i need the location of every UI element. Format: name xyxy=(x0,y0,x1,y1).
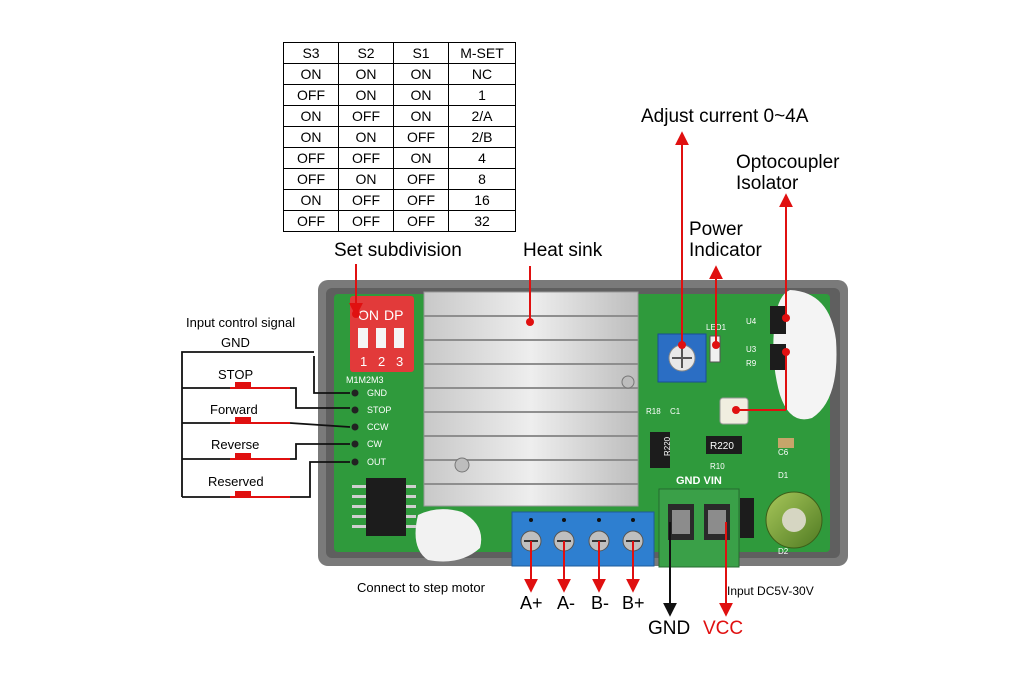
table-cell: 2/A xyxy=(448,105,516,127)
terminal-a-plus: A+ xyxy=(520,593,543,613)
u4-label: U4 xyxy=(746,317,757,326)
table-cell: ON xyxy=(283,189,339,211)
table-cell: OFF xyxy=(338,189,394,211)
table-cell: 16 xyxy=(448,189,516,211)
d1-label: D1 xyxy=(778,471,789,480)
pin-ccw: CCW xyxy=(367,422,389,432)
electrolytic-capacitor: D2 xyxy=(765,491,823,556)
dip-on-label: ON xyxy=(358,307,379,323)
r18-label: R18 xyxy=(646,407,661,416)
c1-label: C1 xyxy=(670,407,681,416)
adjust-current-label: Adjust current 0~4A xyxy=(641,106,809,127)
power-label: Power xyxy=(689,219,743,240)
reverse-label: Reverse xyxy=(211,437,260,452)
table-cell: OFF xyxy=(393,210,449,232)
r220-vertical: R220 xyxy=(663,436,672,456)
gnd-power-label: GND xyxy=(648,618,691,639)
terminal-b-plus: B+ xyxy=(622,593,645,613)
table-cell: ON xyxy=(283,63,339,85)
table-cell: ON xyxy=(338,126,394,148)
m-labels: M1M2M3 xyxy=(346,375,384,385)
optocoupler-u3 xyxy=(770,344,786,370)
dip-dp-label: DP xyxy=(384,307,403,323)
input-control-signal-label: Input control signal xyxy=(186,315,296,330)
input-dc-label: Input DC5V-30V xyxy=(727,584,814,598)
pin-cw: CW xyxy=(367,439,382,449)
table-cell: OFF xyxy=(393,189,449,211)
optocoupler-u4 xyxy=(770,306,786,334)
u3-label: U3 xyxy=(746,345,757,354)
dip-switch: ON DP 1 2 3 xyxy=(350,296,414,372)
table-cell: ON xyxy=(338,84,394,106)
terminal-b-minus: B- xyxy=(591,593,609,613)
table-cell: ON xyxy=(338,168,394,190)
pin-header: GND STOP CCW CW OUT xyxy=(351,388,391,467)
r220-label: R220 xyxy=(710,441,734,452)
pin-stop: STOP xyxy=(367,405,391,415)
optocoupler-label: Optocoupler xyxy=(736,152,840,173)
current-potentiometer xyxy=(657,333,707,383)
terminal-a-minus: A- xyxy=(557,593,575,613)
table-cell: ON xyxy=(283,126,339,148)
table-cell: OFF xyxy=(338,210,394,232)
r10-label: R10 xyxy=(710,462,725,471)
table-cell: 32 xyxy=(448,210,516,232)
gnd-vin-silkscreen: GND VIN xyxy=(676,475,722,487)
heat-sink xyxy=(423,291,639,507)
pin-out: OUT xyxy=(367,457,387,467)
control-switches xyxy=(230,382,351,498)
d2-label: D2 xyxy=(778,547,789,556)
vcc-power-label: VCC xyxy=(703,618,744,639)
connect-motor-label: Connect to step motor xyxy=(357,580,485,595)
forward-label: Forward xyxy=(210,402,258,417)
control-wiring xyxy=(181,351,350,498)
r9-label: R9 xyxy=(746,359,757,368)
reserved-label: Reserved xyxy=(208,474,264,489)
driver-ic xyxy=(366,478,406,536)
dip-number-2: 2 xyxy=(378,354,385,369)
table-cell: OFF xyxy=(283,210,339,232)
dip-number-1: 1 xyxy=(360,354,367,369)
c6-label: C6 xyxy=(778,448,789,457)
dip-number-3: 3 xyxy=(396,354,403,369)
gnd-signal-label: GND xyxy=(221,335,250,350)
isolator-label: Isolator xyxy=(736,173,799,194)
set-subdivision-label: Set subdivision xyxy=(334,240,462,261)
table-cell: OFF xyxy=(283,168,339,190)
indicator-label: Indicator xyxy=(689,240,762,261)
stop-label: STOP xyxy=(218,367,254,382)
pin-gnd: GND xyxy=(367,388,388,398)
heat-sink-label: Heat sink xyxy=(523,240,603,261)
